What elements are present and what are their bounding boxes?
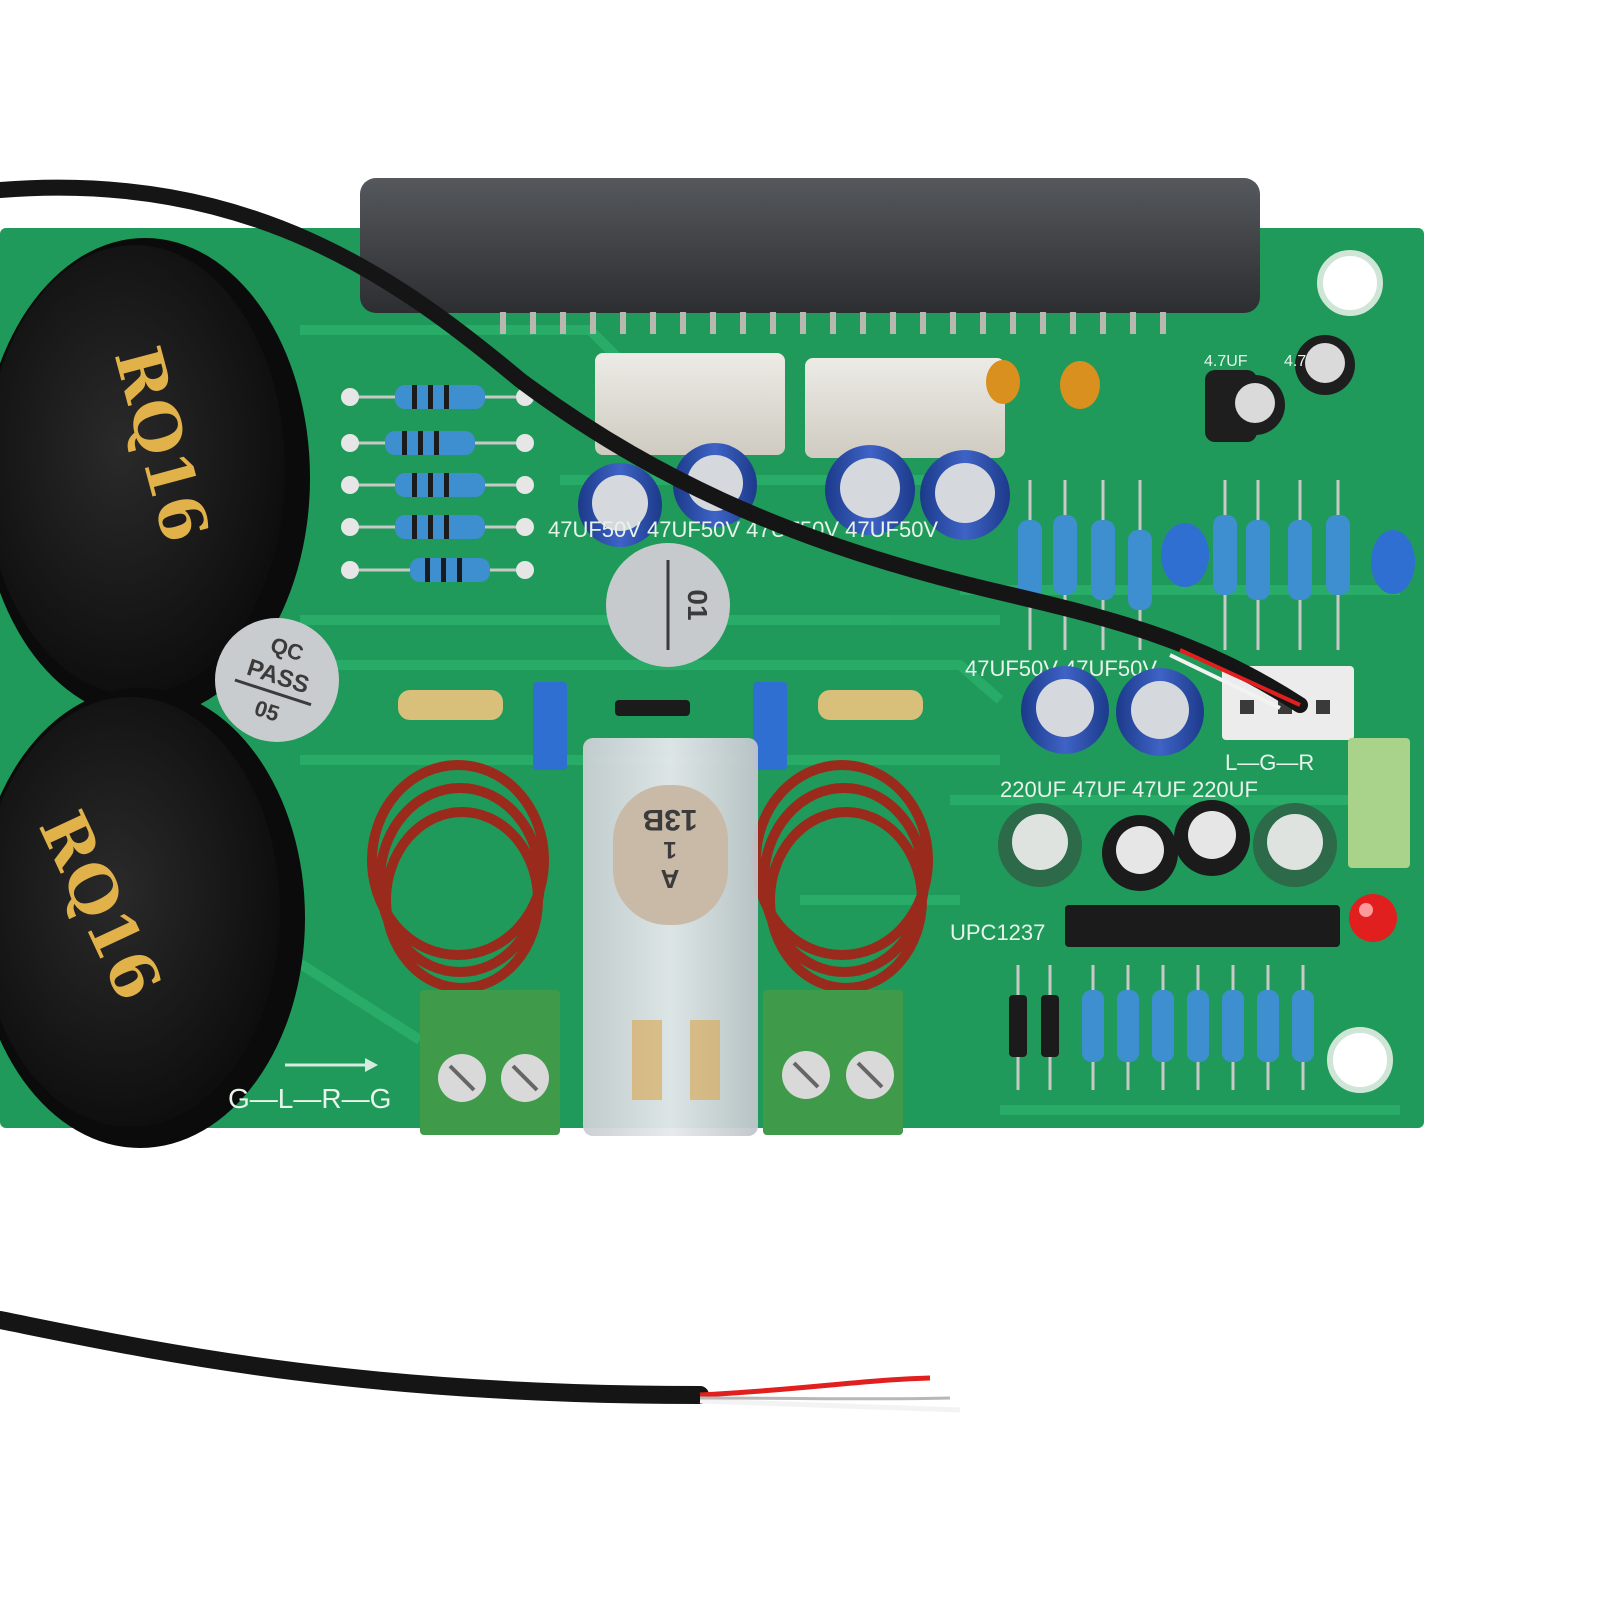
silk-connector: L—G—R xyxy=(1225,750,1314,775)
resistor-row-bottom xyxy=(1009,965,1314,1090)
silk-small-caps-2: 4.7 xyxy=(1284,353,1306,370)
silk-output: G—L—R—G xyxy=(228,1083,391,1114)
audio-cable-top xyxy=(0,179,1308,713)
blue-cap-small xyxy=(533,682,567,770)
cap-row-bottom xyxy=(998,800,1337,891)
ceramic-cap xyxy=(986,360,1020,404)
blue-cap-small xyxy=(753,682,787,770)
film-capacitor-right xyxy=(805,358,1005,458)
silk-cap-row-top: 47UF50V 47UF50V 47UF50V 47UF50V xyxy=(548,517,938,542)
silk-ic: UPC1237 xyxy=(950,920,1045,945)
relay-mark-1: A xyxy=(660,864,679,894)
cap-row-mid xyxy=(1021,666,1204,756)
big-capacitor-bottom: RQ16 xyxy=(0,688,305,1148)
mounting-hole xyxy=(1327,1027,1393,1093)
output-coil-left xyxy=(367,760,549,993)
silk-cap-row-bottom: 220UF 47UF 47UF 220UF xyxy=(1000,777,1258,802)
cap-row-top xyxy=(578,443,1010,547)
relay-mark-2: 1 xyxy=(663,836,676,863)
ceramic-cap xyxy=(1060,361,1100,409)
resistor-beige-left xyxy=(398,690,503,720)
audio-cable-bottom xyxy=(0,1311,709,1404)
ic-chip xyxy=(1065,905,1340,947)
gray-sticker-label: 01 xyxy=(682,589,713,620)
resistor-column-right xyxy=(1018,480,1415,650)
relay: A 1 13B xyxy=(583,738,758,1136)
diode-small xyxy=(615,700,690,716)
terminal-block-right xyxy=(763,990,903,1135)
resistor-bank-left xyxy=(341,385,534,582)
resistor-beige-right xyxy=(818,690,923,720)
terminal-block-left xyxy=(420,990,560,1135)
small-caps-top-right xyxy=(1205,335,1355,442)
pcb-board xyxy=(0,228,1424,1128)
film-capacitor-left xyxy=(595,353,785,455)
silk-small-caps: 4.7UF xyxy=(1204,353,1248,370)
relay-mark-3: 13B xyxy=(642,803,697,836)
mounting-hole xyxy=(1317,250,1383,316)
heatsink-bar xyxy=(360,178,1260,313)
qc-pass-sticker: QC PASS 05 xyxy=(215,618,339,742)
gray-sticker: 01 xyxy=(606,543,730,667)
big-capacitor-top: RQ16 xyxy=(0,238,310,718)
green-module xyxy=(1348,738,1410,868)
ic-pins xyxy=(500,312,1166,334)
led-red xyxy=(1349,894,1397,942)
